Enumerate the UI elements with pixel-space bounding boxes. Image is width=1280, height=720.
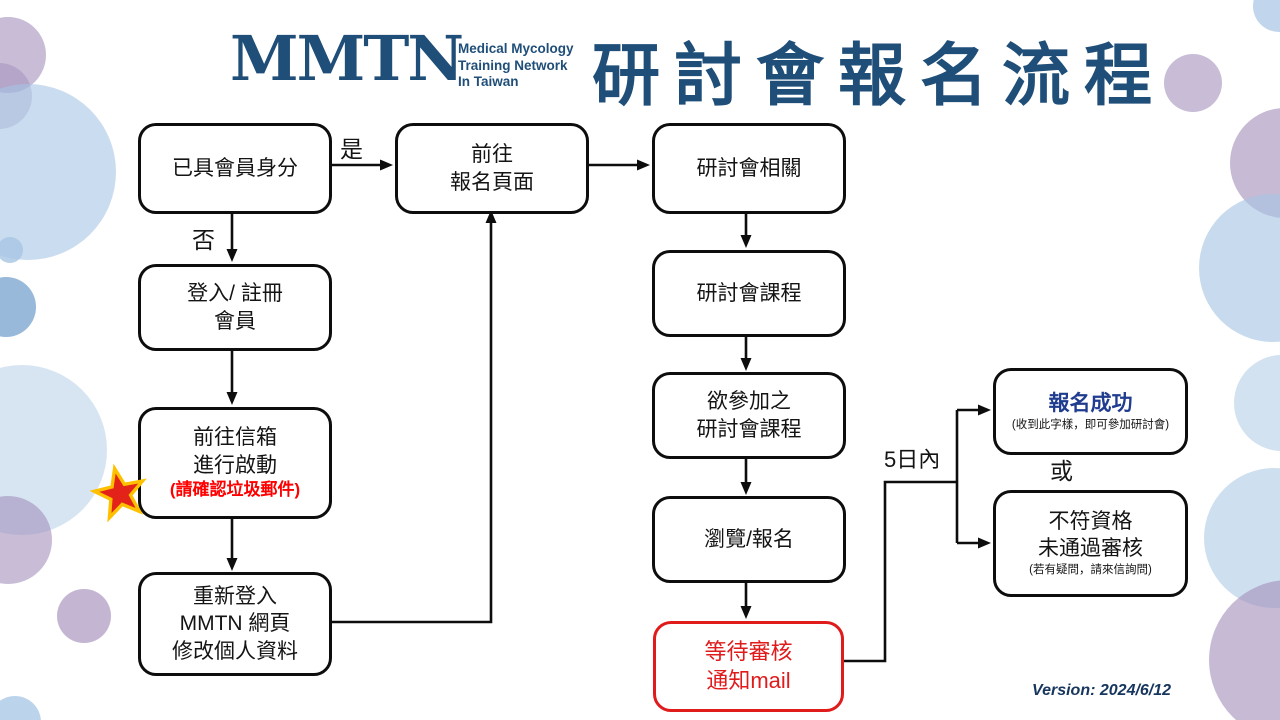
logo-subtitle-line: Training Network (458, 57, 568, 73)
decor-circle (1164, 54, 1222, 112)
node-text: 欲參加之 (707, 390, 791, 414)
version-text: Version: 2024/6/12 (1032, 682, 1172, 699)
label-within-5-days: 5日內 (884, 447, 941, 472)
node-seminar-related: 研討會相關 (652, 123, 846, 214)
logo-subtitle-line: Medical Mycology (458, 41, 574, 56)
node-text: 未通過審核 (1038, 537, 1143, 561)
arrowhead (485, 210, 497, 223)
spam-warning-note: (請確認垃圾郵件) (169, 479, 301, 499)
arrowhead (978, 404, 991, 416)
success-note: (收到此字樣，即可參加研討會) (1011, 418, 1170, 431)
arrowhead (740, 358, 752, 371)
mmtn-logo: MMTN (230, 22, 464, 95)
node-text: 研討會課程 (696, 281, 802, 305)
node-wait-review: 等待審核 通知mail (653, 621, 844, 712)
arrowhead (978, 537, 991, 549)
node-text: 登入/ 註冊 (187, 282, 283, 306)
mmtn-logo-subtitle: Medical Mycology Training Network In Tai… (458, 41, 574, 91)
arrowhead (740, 606, 752, 619)
decor-circle (57, 589, 111, 643)
arrowhead (380, 159, 393, 171)
node-text: 報名頁面 (450, 170, 534, 194)
logo-subtitle-line: In Taiwan (458, 74, 519, 90)
node-text: 前往 (471, 143, 513, 167)
connector-wait-to-branch (841, 480, 957, 663)
arrowhead (740, 235, 752, 248)
arrowhead (226, 558, 238, 571)
node-text: 通知mail (706, 667, 791, 693)
arrowhead (637, 159, 650, 171)
node-relogin-update-profile: 重新登入 MMTN 網頁 修改個人資料 (138, 572, 332, 676)
node-login-register: 登入/ 註冊 會員 (138, 264, 332, 351)
arrowhead (226, 392, 238, 405)
label-yes: 是 (340, 136, 363, 162)
arrowhead (740, 482, 752, 495)
label-or: 或 (1050, 458, 1073, 484)
node-seminar-courses: 研討會課程 (652, 250, 846, 337)
connector-relogin-to-gopage (326, 221, 493, 624)
node-text: 前往信箱 (193, 426, 277, 450)
node-text: 修改個人資料 (172, 639, 298, 663)
node-text: 等待審核 (704, 638, 793, 664)
node-not-qualified: 不符資格 未通過審核 (若有疑問，請來信詢問) (993, 490, 1188, 597)
node-browse-register: 瀏覽/報名 (652, 496, 846, 583)
page-title: 研討會報名流程 (592, 38, 1167, 114)
node-text: 重新登入 (193, 585, 277, 609)
node-text: 瀏覽/報名 (704, 527, 794, 551)
success-title: 報名成功 (1048, 391, 1133, 415)
node-text: MMTN 網頁 (179, 612, 291, 636)
node-text: 研討會課程 (696, 417, 802, 441)
node-text: 進行啟動 (193, 453, 277, 477)
star-icon (90, 464, 147, 523)
decor-circle (0, 237, 23, 263)
node-activate-mailbox: 前往信箱 進行啟動 (請確認垃圾郵件) (138, 407, 332, 519)
node-register-success: 報名成功 (收到此字樣，即可參加研討會) (993, 368, 1188, 455)
label-no: 否 (192, 227, 215, 253)
node-go-registration-page: 前往 報名頁面 (395, 123, 589, 214)
node-text: 研討會相關 (696, 156, 802, 180)
node-text: 已具會員身分 (172, 156, 298, 180)
not-qualified-note: (若有疑問，請來信詢問) (1029, 564, 1152, 577)
node-desired-courses: 欲參加之 研討會課程 (652, 372, 846, 459)
node-text: 不符資格 (1048, 509, 1133, 533)
arrowhead (226, 249, 238, 262)
node-text: 會員 (214, 309, 256, 333)
node-member-status: 已具會員身分 (138, 123, 332, 214)
